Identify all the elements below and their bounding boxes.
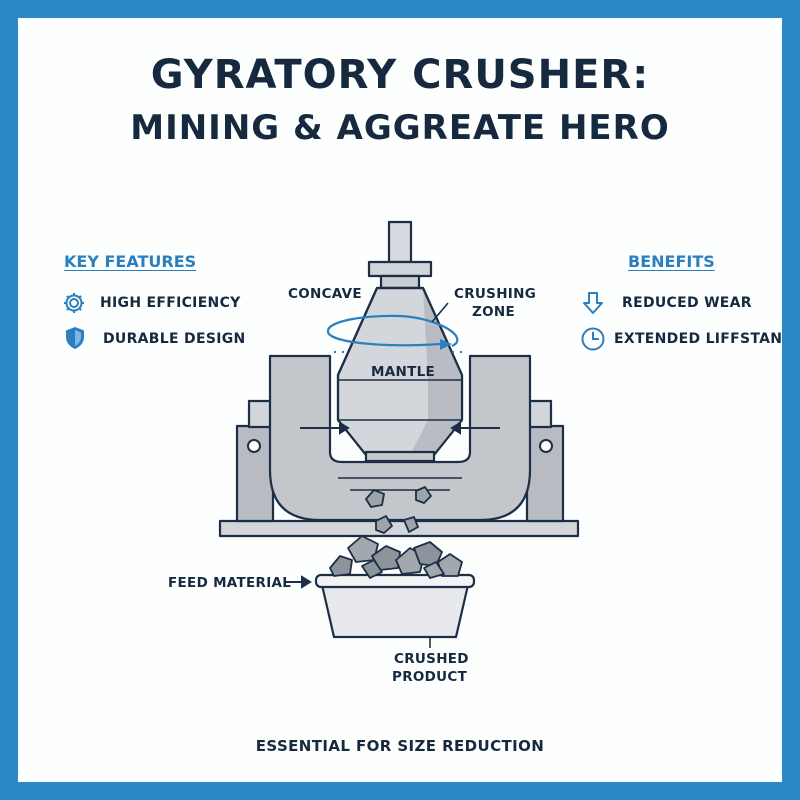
- shield-icon: [66, 327, 84, 349]
- bolt-hole-left: [247, 439, 261, 453]
- concave-frame: [268, 354, 532, 522]
- footer-caption: ESSENTIAL FOR SIZE REDUCTION: [255, 737, 545, 755]
- crushed-rock: [329, 555, 353, 577]
- clock-icon: [581, 327, 605, 351]
- crushed-rock: [347, 535, 379, 563]
- title-line-1: GYRATORY CRUSHER:: [150, 52, 650, 98]
- label-crushed-product-line1: CRUSHED: [394, 651, 469, 667]
- feature-durable-design: DURABLE DESIGN: [103, 331, 246, 347]
- product-bin: [320, 583, 470, 639]
- crushed-rock: [423, 561, 445, 579]
- label-crushing-zone-line2: ZONE: [472, 304, 515, 320]
- falling-rock: [403, 516, 419, 533]
- key-features-heading: KEY FEATURES: [64, 252, 197, 271]
- title-line-2: MINING & AGGREATE HERO: [130, 108, 670, 148]
- falling-rock: [375, 515, 393, 534]
- crushed-rock: [361, 559, 383, 579]
- benefit-extended-lifespan: EXTENDED LIFFSTAN: [614, 331, 783, 347]
- gear-icon: [64, 293, 84, 313]
- label-concave: CONCAVE: [288, 286, 362, 302]
- falling-rock: [415, 486, 432, 504]
- bolt-hole-right: [539, 439, 553, 453]
- benefits-heading: BENEFITS: [628, 252, 715, 271]
- crushed-rock: [413, 541, 443, 567]
- main-shaft: [387, 220, 413, 264]
- arrow-down-icon: [583, 292, 603, 314]
- rotation-arrow: [326, 314, 459, 348]
- label-feed-material: FEED MATERIAL: [168, 575, 292, 591]
- label-mantle: MANTLE: [371, 364, 436, 380]
- label-crushing-zone-line1: CRUSHING: [454, 286, 537, 302]
- label-crushed-product-line2: PRODUCT: [392, 669, 468, 685]
- benefit-reduced-wear: REDUCED WEAR: [622, 295, 752, 311]
- feature-high-efficiency: HIGH EFFICIENCY: [100, 295, 241, 311]
- base-plate: [218, 519, 580, 538]
- shaft-collar: [367, 260, 433, 278]
- falling-rock: [365, 489, 385, 508]
